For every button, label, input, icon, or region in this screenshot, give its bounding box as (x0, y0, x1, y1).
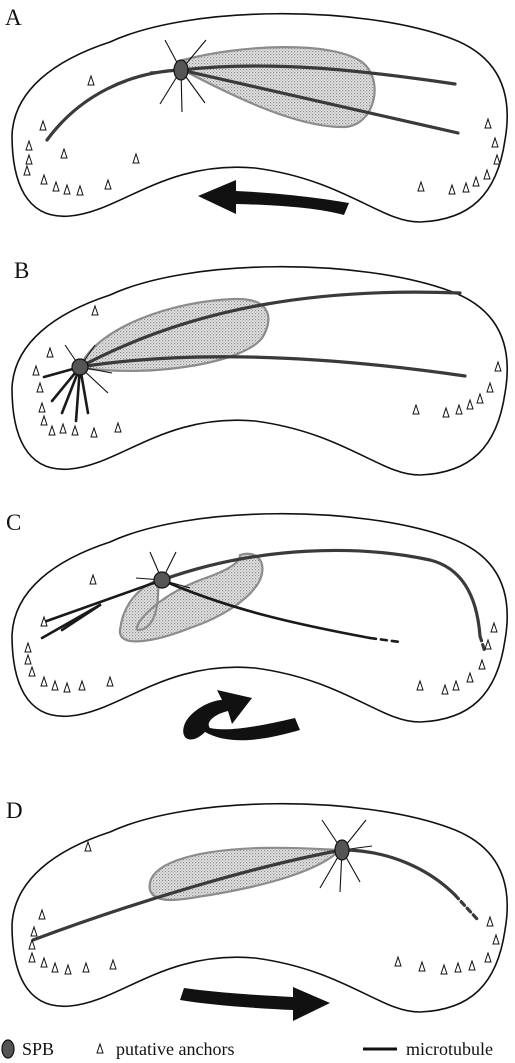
panel-d (12, 804, 507, 1021)
cell-outline (12, 514, 507, 722)
panel-label-c: C (6, 510, 21, 535)
legend-microtubule-label: microtubule (406, 1039, 493, 1059)
legend-spb-label: SPB (22, 1039, 54, 1059)
panel-b (12, 267, 507, 475)
spb (335, 840, 349, 860)
panel-c (12, 514, 507, 741)
panel-label-b: B (14, 258, 29, 283)
panel-label-a: A (5, 5, 22, 30)
anchor-legend-icon (97, 1044, 103, 1053)
spb (154, 572, 170, 588)
cell-outline (12, 14, 507, 222)
spb (72, 359, 88, 375)
panel-label-d: D (6, 798, 23, 823)
cell-outline (12, 804, 507, 1012)
legend-anchors-label: putative anchors (116, 1039, 234, 1059)
panel-a (12, 14, 507, 222)
spb-legend-icon (2, 1040, 14, 1058)
spb (174, 60, 188, 80)
legend: SPB putative anchors microtubule (2, 1039, 493, 1059)
motion-arrow-right (180, 987, 330, 1021)
motion-arrow-curved (183, 690, 300, 740)
